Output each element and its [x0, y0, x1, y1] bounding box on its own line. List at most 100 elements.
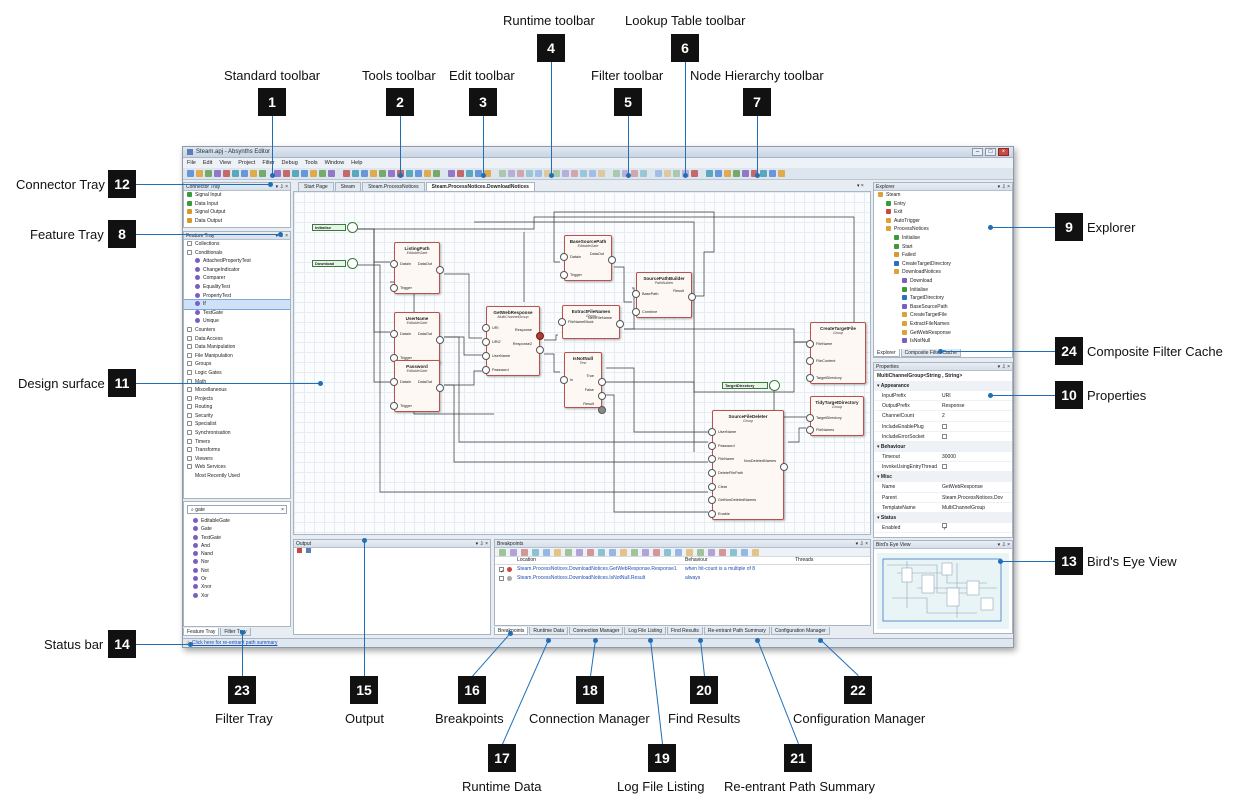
- breakpoint-toolbar-icon[interactable]: [554, 549, 561, 556]
- tab-connection-manager[interactable]: Connection Manager: [568, 627, 624, 635]
- feature-item[interactable]: PropertyTest: [184, 292, 290, 301]
- breakpoint-toolbar-icon[interactable]: [510, 549, 517, 556]
- explorer-item[interactable]: ExtractFileNames: [874, 320, 1012, 329]
- toolbar-button-icon[interactable]: [343, 170, 350, 177]
- property-value[interactable]: MultiChannelGroup: [942, 504, 986, 511]
- output-socket[interactable]: [436, 266, 444, 274]
- explorer-item[interactable]: DownloadNotices: [874, 268, 1012, 277]
- property-checkbox[interactable]: ✓: [942, 522, 947, 532]
- breakpoint-toolbar-icon[interactable]: [499, 549, 506, 556]
- toolbar-button-icon[interactable]: [223, 170, 230, 177]
- input-socket[interactable]: [390, 260, 398, 268]
- toolbar-button-icon[interactable]: [562, 170, 569, 177]
- feature-item[interactable]: If: [184, 299, 290, 310]
- toolbar-button-icon[interactable]: [352, 170, 359, 177]
- property-checkbox[interactable]: [942, 433, 947, 439]
- tab-re-entrant-path-summary[interactable]: Re-entrant Path Summary: [703, 627, 770, 635]
- filter-result-item[interactable]: And: [190, 542, 290, 550]
- property-value[interactable]: Steam.ProcessNotices.Dov: [942, 494, 1003, 501]
- property-value[interactable]: [942, 432, 947, 442]
- breakpoint-checkbox[interactable]: ✓: [499, 567, 505, 575]
- toolbar-button-icon[interactable]: [580, 170, 587, 177]
- breakpoint-toolbar-icon[interactable]: [532, 549, 539, 556]
- property-value[interactable]: GetWebResponse: [942, 484, 983, 491]
- feature-item[interactable]: Specialist: [184, 420, 290, 429]
- input-socket[interactable]: [390, 402, 398, 410]
- explorer-item[interactable]: Failed: [874, 251, 1012, 260]
- output-socket[interactable]: [598, 392, 606, 400]
- toolbar-button-icon[interactable]: [187, 170, 194, 177]
- feature-item[interactable]: TestGate: [184, 309, 290, 318]
- feature-item[interactable]: AttachedPropertyTest: [184, 257, 290, 266]
- connector-item[interactable]: Signal Input: [184, 191, 290, 200]
- feature-item[interactable]: Timers: [184, 438, 290, 447]
- collapse-icon[interactable]: ▾: [877, 474, 881, 481]
- breakpoint-toolbar-icon[interactable]: [719, 549, 726, 556]
- output-socket[interactable]: [688, 293, 696, 301]
- toolbar-button-icon[interactable]: [535, 170, 542, 177]
- document-tab[interactable]: Start Page: [298, 182, 334, 191]
- connector-item[interactable]: Data Output: [184, 217, 290, 226]
- input-socket[interactable]: [390, 284, 398, 292]
- toolbar-button-icon[interactable]: [508, 170, 515, 177]
- feature-item[interactable]: Security: [184, 412, 290, 421]
- tab-feature-tray[interactable]: Feature Tray: [183, 628, 220, 636]
- toolbar-button-icon[interactable]: [760, 170, 767, 177]
- toolbar-button-icon[interactable]: [673, 170, 680, 177]
- panel-controls[interactable]: ▾ ⇩ ×: [475, 541, 488, 547]
- menu-item-edit[interactable]: Edit: [202, 160, 213, 166]
- document-tab[interactable]: Steam: [334, 182, 362, 191]
- menu-item-help[interactable]: Help: [351, 160, 363, 166]
- filter-search-box[interactable]: ⌕ gate ×: [187, 505, 287, 514]
- breakpoints-column-header[interactable]: Behaviour: [685, 557, 708, 563]
- breakpoint-toolbar-icon[interactable]: [686, 549, 693, 556]
- toolbar-button-icon[interactable]: [415, 170, 422, 177]
- document-tab[interactable]: Steam.ProcessNotices: [362, 182, 425, 191]
- toolbar-button-icon[interactable]: [724, 170, 731, 177]
- maximize-button[interactable]: □: [985, 148, 996, 156]
- input-socket[interactable]: [560, 376, 568, 384]
- feature-item[interactable]: Miscellaneous: [184, 386, 290, 395]
- toolbar-button-icon[interactable]: [517, 170, 524, 177]
- input-socket[interactable]: [482, 324, 490, 332]
- explorer-item[interactable]: Initialise: [874, 286, 1012, 295]
- toolbar-button-icon[interactable]: [778, 170, 785, 177]
- status-link[interactable]: Click here for re-entrant path summary: [191, 640, 278, 646]
- toolbar-button-icon[interactable]: [544, 170, 551, 177]
- toolbar-button-icon[interactable]: [484, 170, 491, 177]
- tab-overflow-controls[interactable]: ▾ ×: [857, 183, 864, 189]
- feature-item[interactable]: Synchronisation: [184, 429, 290, 438]
- toolbar-button-icon[interactable]: [769, 170, 776, 177]
- feature-item[interactable]: Counters: [184, 326, 290, 335]
- breakpoint-toolbar-icon[interactable]: [675, 549, 682, 556]
- terminal-socket[interactable]: [347, 258, 358, 269]
- input-socket[interactable]: [390, 330, 398, 338]
- connector-item[interactable]: Signal Output: [184, 208, 290, 217]
- output-socket[interactable]: [608, 256, 616, 264]
- menu-item-debug[interactable]: Debug: [281, 160, 298, 166]
- toolbar-button-icon[interactable]: [526, 170, 533, 177]
- toolbar-button-icon[interactable]: [388, 170, 395, 177]
- toolbar-button-icon[interactable]: [292, 170, 299, 177]
- input-socket[interactable]: [558, 318, 566, 326]
- breakpoint-toolbar-icon[interactable]: [708, 549, 715, 556]
- toolbar-button-icon[interactable]: [196, 170, 203, 177]
- toolbar-button-icon[interactable]: [370, 170, 377, 177]
- feature-item[interactable]: Transforms: [184, 446, 290, 455]
- toolbar-button-icon[interactable]: [328, 170, 335, 177]
- input-socket[interactable]: [806, 340, 814, 348]
- menu-item-view[interactable]: View: [219, 160, 232, 166]
- input-socket[interactable]: [708, 469, 716, 477]
- filter-result-item[interactable]: Nand: [190, 550, 290, 558]
- toolbar-button-icon[interactable]: [214, 170, 221, 177]
- filter-result-item[interactable]: Or: [190, 575, 290, 583]
- input-socket[interactable]: [482, 366, 490, 374]
- input-socket[interactable]: [708, 428, 716, 436]
- collapse-icon[interactable]: ▾: [877, 443, 881, 450]
- feature-item[interactable]: Logic Gates: [184, 369, 290, 378]
- property-value[interactable]: Response: [942, 403, 965, 410]
